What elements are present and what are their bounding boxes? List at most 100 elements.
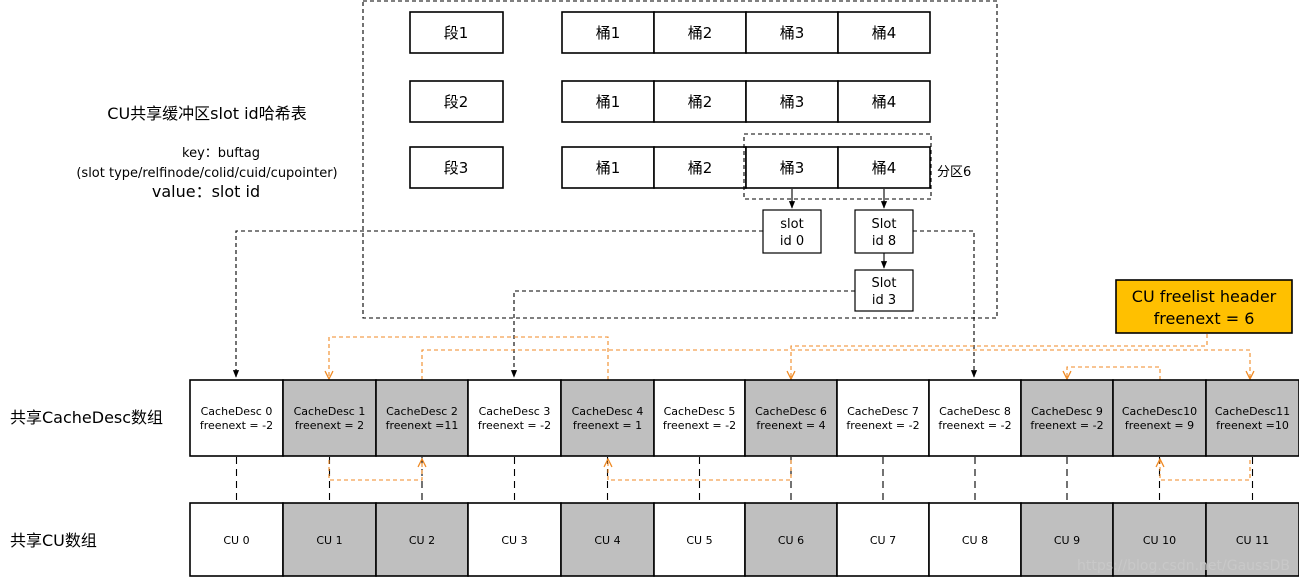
key-detail: (slot type/relfinode/colid/cuid/cupointe… bbox=[76, 166, 337, 181]
cu-label: CU 2 bbox=[409, 534, 435, 547]
cachedesc-name: CacheDesc 1 bbox=[294, 405, 366, 418]
cachedesc-box bbox=[1205, 379, 1299, 457]
cu-box bbox=[928, 502, 1022, 577]
hash-table-container bbox=[362, 0, 998, 319]
slot-line1: Slot bbox=[872, 276, 897, 291]
value-line: value：slot id bbox=[152, 182, 260, 201]
cachedesc-box bbox=[836, 379, 930, 457]
bucket-label: 桶4 bbox=[872, 159, 897, 177]
cachedesc-name: CacheDesc 6 bbox=[755, 405, 827, 418]
segment-box bbox=[409, 146, 504, 189]
cu-box bbox=[744, 502, 838, 577]
cu-box bbox=[282, 502, 377, 577]
cu-label: CU 8 bbox=[962, 534, 988, 547]
slot-id-3: Slot id 3 bbox=[854, 269, 914, 312]
slot-line1: slot bbox=[780, 217, 803, 232]
segment-box bbox=[409, 11, 504, 54]
slot-line1: Slot bbox=[872, 217, 897, 232]
cu-label: CU 5 bbox=[686, 534, 712, 547]
cu-label: CU 6 bbox=[778, 534, 804, 547]
freelist-links-upper bbox=[329, 334, 1250, 380]
bucket-label: 桶4 bbox=[872, 93, 897, 111]
cu-label: CU 0 bbox=[223, 534, 249, 547]
cachedesc-box bbox=[560, 379, 655, 457]
bucket-label: 桶4 bbox=[872, 24, 897, 42]
cu-cell: CU 9 bbox=[1020, 502, 1114, 577]
cu-label: CU 3 bbox=[501, 534, 527, 547]
cu-row-label: 共享CU数组 bbox=[10, 531, 97, 550]
bucket-label: 桶1 bbox=[596, 93, 621, 111]
bucket-label: 桶1 bbox=[596, 24, 621, 42]
slot-line2: id 3 bbox=[872, 293, 896, 308]
cachedesc-box bbox=[375, 379, 469, 457]
cu-label: CU 7 bbox=[870, 534, 896, 547]
cachedesc-freenext: freenext = -2 bbox=[478, 419, 551, 432]
cu-cell: CU 10 bbox=[1112, 502, 1207, 577]
cachedesc-freenext: freenext = 4 bbox=[756, 419, 825, 432]
segment-row-3: 段3 bbox=[409, 146, 504, 189]
cu-cell: CU 3 bbox=[467, 502, 562, 577]
bucket-box bbox=[837, 146, 931, 189]
bucket-label: 桶2 bbox=[688, 24, 713, 42]
slot-line2: id 8 bbox=[872, 234, 896, 249]
cachedesc-name: CacheDesc 2 bbox=[386, 405, 458, 418]
segment-label: 段2 bbox=[444, 93, 469, 111]
key-line: key：buftag bbox=[182, 146, 260, 161]
cu-cell: CU 8 bbox=[928, 502, 1022, 577]
cachedesc-name: CacheDesc 4 bbox=[572, 405, 644, 418]
cachedesc-box bbox=[653, 379, 746, 457]
bucket-label: 桶1 bbox=[596, 159, 621, 177]
cachedesc-freenext: freenext = -2 bbox=[663, 419, 736, 432]
cachedesc-freenext: freenext = -2 bbox=[846, 419, 919, 432]
cachedesc-box bbox=[928, 379, 1022, 457]
hash-table-title: CU共享缓冲区slot id哈希表 bbox=[107, 104, 306, 123]
partition-outline bbox=[743, 133, 932, 200]
cachedesc-freenext: freenext = 9 bbox=[1125, 419, 1194, 432]
cachedesc-name: CacheDesc11 bbox=[1215, 405, 1290, 418]
cachedesc-name: CacheDesc 8 bbox=[939, 405, 1011, 418]
segment-label: 段1 bbox=[444, 24, 469, 42]
bucket-label: 桶3 bbox=[780, 93, 805, 111]
cachedesc-name: CacheDesc 3 bbox=[479, 405, 551, 418]
bucket-row-2: 桶1 桶2 桶3 桶4 bbox=[561, 80, 931, 123]
bucket-label: 桶2 bbox=[688, 159, 713, 177]
cachedesc-box bbox=[467, 379, 562, 457]
bucket-box bbox=[837, 11, 931, 54]
slot-id-0: slot id 0 bbox=[762, 209, 822, 254]
cachedesc-freenext: freenext = -2 bbox=[938, 419, 1011, 432]
cu-box bbox=[1205, 502, 1299, 577]
array-mapping-links bbox=[235, 457, 1254, 502]
bucket-box bbox=[653, 80, 747, 123]
bucket-label: 桶2 bbox=[688, 93, 713, 111]
cu-label: CU 1 bbox=[316, 534, 342, 547]
bucket-box bbox=[561, 146, 655, 189]
bucket-box bbox=[745, 11, 839, 54]
watermark: https://blog.csdn.net/GaussDB bbox=[1077, 558, 1290, 574]
cu-box bbox=[560, 502, 655, 577]
cu-box bbox=[1112, 502, 1207, 577]
bucket-box bbox=[561, 80, 655, 123]
cachedesc-freenext: freenext = 2 bbox=[295, 419, 364, 432]
cu-box bbox=[653, 502, 746, 577]
cu-cell: CU 7 bbox=[836, 502, 930, 577]
bucket-box bbox=[837, 80, 931, 123]
cachedesc-box bbox=[1112, 379, 1207, 457]
cachedesc-name: CacheDesc 0 bbox=[201, 405, 273, 418]
cu-box bbox=[375, 502, 469, 577]
freelist-header: CU freelist header freenext = 6 bbox=[1115, 279, 1293, 334]
cu-label: CU 10 bbox=[1143, 534, 1176, 547]
cu-box bbox=[836, 502, 930, 577]
